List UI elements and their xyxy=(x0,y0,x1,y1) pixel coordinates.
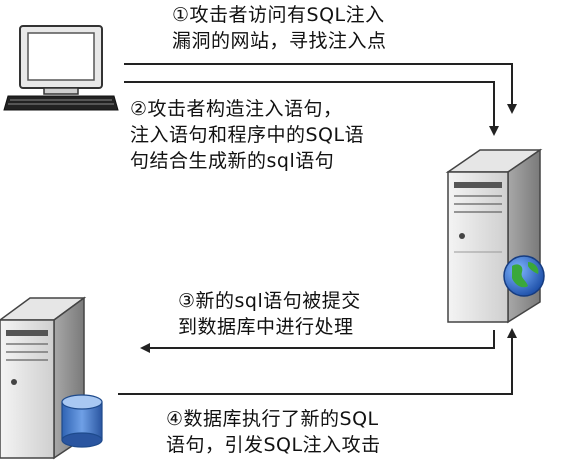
computer-icon xyxy=(3,25,119,111)
step-1-line-2: 漏洞的网站，寻找注入点 xyxy=(172,30,387,52)
step-1-line-1: ①攻击者访问有SQL注入 xyxy=(172,4,385,26)
step-2-label: ②攻击者构造注入语句， 注入语句和程序中的SQL语 句结合生成新的sql语句 xyxy=(130,96,364,174)
arrow-step-3 xyxy=(140,330,495,353)
step-2-line-2: 注入语句和程序中的SQL语 xyxy=(130,124,365,146)
step-2-line-3: 句结合生成新的sql语句 xyxy=(130,150,335,172)
step-1-label: ①攻击者访问有SQL注入 漏洞的网站，寻找注入点 xyxy=(172,2,387,54)
step-4-label: ④数据库执行了新的SQL 语句，引发SQL注入攻击 xyxy=(166,406,381,458)
step-4-line-2: 语句，引发SQL注入攻击 xyxy=(166,434,381,456)
step-2-line-1: ②攻击者构造注入语句， xyxy=(130,98,343,120)
arrow-step-1 xyxy=(124,63,517,114)
arrow-step-2 xyxy=(124,81,499,136)
step-3-line-2: 到数据库中进行处理 xyxy=(178,316,354,338)
arrow-step-4 xyxy=(118,328,517,395)
database-cylinder-icon xyxy=(61,394,103,448)
step-3-label: ③新的sql语句被提交 到数据库中进行处理 xyxy=(178,288,361,340)
step-3-line-1: ③新的sql语句被提交 xyxy=(178,290,361,312)
globe-icon xyxy=(503,255,545,297)
step-4-line-1: ④数据库执行了新的SQL xyxy=(166,408,379,430)
